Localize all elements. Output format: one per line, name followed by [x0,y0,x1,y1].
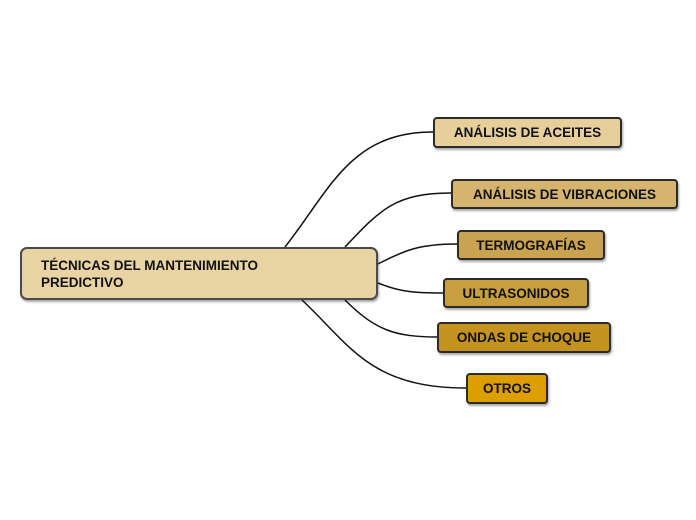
topic-otros[interactable]: OTROS [466,373,548,404]
connector-ondas [344,299,438,338]
connector-vibraciones [344,192,452,248]
topic-label: ANÁLISIS DE ACEITES [453,125,602,140]
topic-analisis-vibraciones[interactable]: ANÁLISIS DE VIBRACIONES [451,179,678,209]
connector-aceites [284,131,434,248]
topic-label: TERMOGRAFÍAS [476,237,586,253]
topic-ultrasonidos[interactable]: ULTRASONIDOS [443,278,589,308]
central-topic[interactable]: TÉCNICAS DEL MANTENIMIENTO PREDICTIVO [20,247,378,300]
topic-analisis-aceites[interactable]: ANÁLISIS DE ACEITES [433,117,622,148]
central-topic-label: TÉCNICAS DEL MANTENIMIENTO PREDICTIVO [41,257,259,290]
topic-ondas-de-choque[interactable]: ONDAS DE CHOQUE [437,322,611,353]
connector-ultrasonidos [377,282,444,294]
topic-termografias[interactable]: TERMOGRAFÍAS [457,230,605,260]
topic-label: ANÁLISIS DE VIBRACIONES [472,186,657,202]
topic-label: ONDAS DE CHOQUE [456,330,592,345]
topic-label: OTROS [482,381,531,396]
connector-termografias [377,243,458,265]
topic-label: ULTRASONIDOS [462,285,570,301]
connector-otros [301,299,467,389]
